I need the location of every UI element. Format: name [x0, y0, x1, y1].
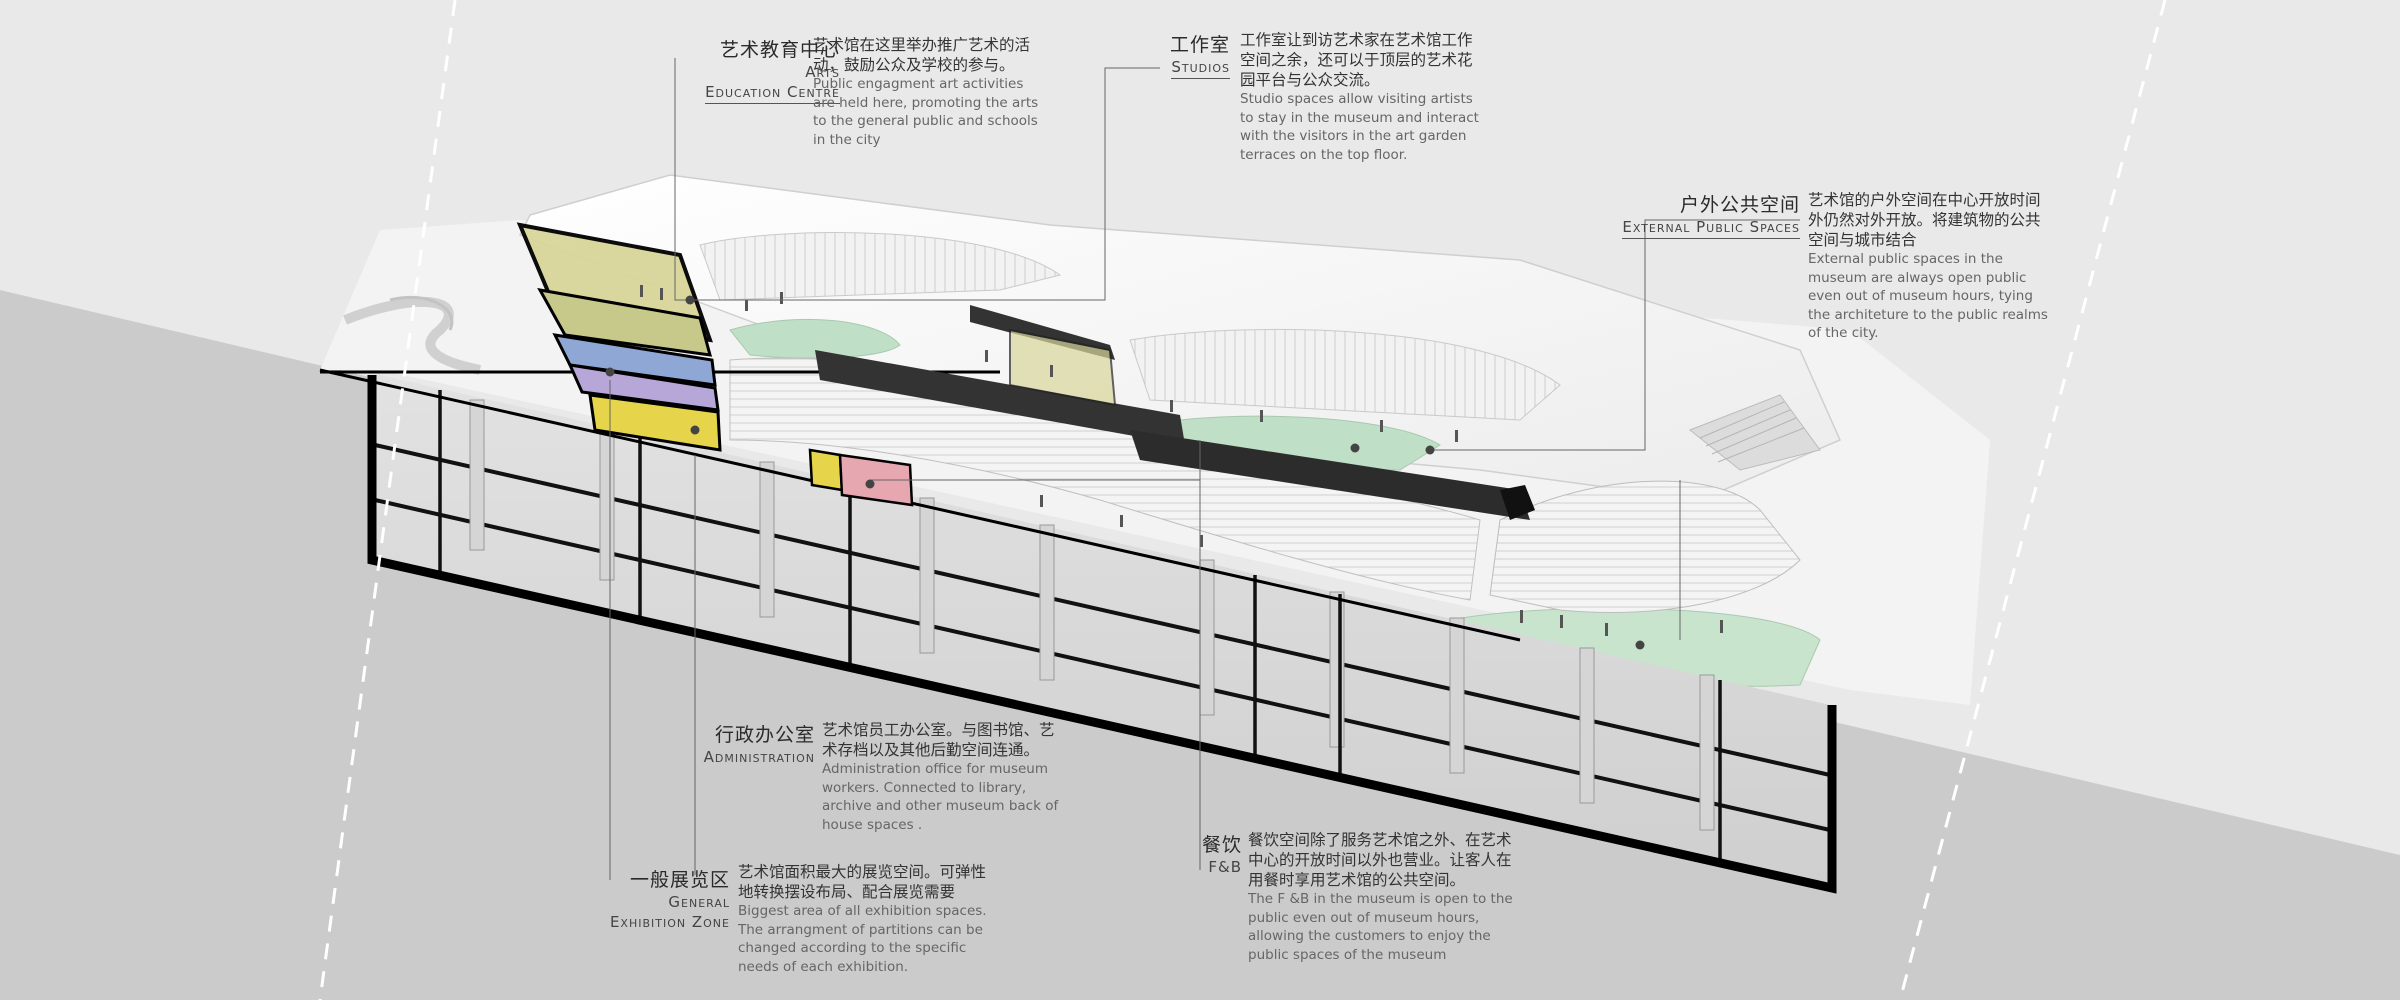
studio-glass — [1009, 328, 1117, 407]
administration-en-desc: Administration office for museum workers… — [822, 761, 1059, 833]
arts-education-zh-title: 艺术教育中心 — [719, 39, 840, 61]
annotation-administration-title: 行政办公室 Administration — [690, 720, 815, 767]
general-exhibition-en-desc: Biggest area of all exhibition spaces. T… — [738, 903, 987, 975]
ground-cut-line — [319, 368, 1521, 642]
studios-zh-desc: 工作室让到访艺术家在艺术馆工作空间之余，还可以于顶层的艺术花园平台与公众交流。 — [1240, 31, 1473, 89]
columns — [469, 399, 1715, 831]
annotation-fnb-desc: 餐饮空间除了服务艺术馆之外、在艺术中心的开放时间以外也营业。让客人在用餐时享用艺… — [1248, 830, 1520, 964]
arts-education-zh-desc: 艺术馆在这里举办推广艺术的活动，鼓励公众及学校的参与。 — [813, 36, 1031, 74]
annotation-fnb-title: 餐饮 F&B — [1190, 830, 1242, 877]
leader-lines — [609, 58, 1800, 880]
stair-east — [1689, 394, 1821, 471]
fnb-en-desc: The F &B in the museum is open to the pu… — [1248, 891, 1513, 963]
external-zh-desc: 艺术馆的户外空间在中心开放时间外仍然对外开放。将建筑物的公共空间与城市结合 — [1808, 191, 2041, 249]
annotation-studios-desc: 工作室让到访艺术家在艺术馆工作空间之余，还可以于顶层的艺术花园平台与公众交流。 … — [1240, 30, 1485, 164]
garden-terrace-upper — [729, 318, 901, 359]
arts-education-en-title-line1: Arts — [805, 63, 840, 81]
annotation-external-title: 户外公共空间 External Public Spaces — [1620, 190, 1800, 239]
external-zh-title: 户外公共空间 — [1679, 194, 1800, 216]
general-exhibition-zh-desc: 艺术馆面积最大的展览空间。可弹性地转换摆设布局、配合展览需要 — [738, 863, 987, 901]
roof-edge-slab-b — [1130, 430, 1530, 520]
roof-edge-slab-a — [815, 350, 1185, 445]
annotation-general-exhibition-desc: 艺术馆面积最大的展览空间。可弹性地转换摆设布局、配合展览需要 Biggest a… — [738, 862, 988, 976]
annotation-administration-desc: 艺术馆员工办公室。与图书馆、艺术存档以及其他后勤空间连通。 Administra… — [822, 720, 1062, 834]
fnb-en-title: F&B — [1208, 858, 1242, 876]
studios-zh-title: 工作室 — [1169, 34, 1230, 56]
fnb-zh-desc: 餐饮空间除了服务艺术馆之外、在艺术中心的开放时间以外也营业。让客人在用餐时享用艺… — [1248, 831, 1512, 889]
external-en-desc: External public spaces in the museum are… — [1808, 251, 2048, 341]
annotation-general-exhibition-title: 一般展览区 General Exhibition Zone — [600, 865, 730, 932]
studios-en-desc: Studio spaces allow visiting artists to … — [1240, 91, 1479, 163]
education-zone — [537, 287, 713, 357]
leader-dots — [605, 295, 1645, 650]
general-exhibition-en-title-line1: General — [668, 893, 730, 911]
cut-guides — [318, 0, 2167, 1000]
arts-education-en-desc: Public engagment art activities are held… — [813, 76, 1039, 148]
administration-zh-desc: 艺术馆员工办公室。与图书馆、艺术存档以及其他后勤空间连通。 — [822, 721, 1055, 759]
east-louvre-volume — [1489, 480, 1801, 614]
section-cut-outline — [367, 375, 1837, 894]
ramp-curve — [343, 296, 481, 375]
annotation-arts-education-desc: 艺术馆在这里举办推广艺术的活动，鼓励公众及学校的参与。 Public engag… — [813, 35, 1043, 149]
people-figures — [640, 285, 1723, 636]
admin-zone-small — [808, 448, 844, 492]
purple-zone — [567, 363, 720, 412]
general-exhibition-zh-title: 一般展览区 — [629, 869, 730, 891]
administration-en-title: Administration — [703, 748, 815, 766]
administration-zh-title: 行政办公室 — [714, 724, 815, 746]
studios-en-title: Studios — [1171, 57, 1230, 79]
upper-court-east — [1129, 328, 1561, 421]
admin-zone — [588, 393, 722, 452]
arts-education-en-title-line2: Education Centre — [705, 82, 840, 104]
general-exhibition-en-title-line2: Exhibition Zone — [609, 913, 730, 931]
sectional-interior — [370, 375, 1835, 885]
annotation-external-desc: 艺术馆的户外空间在中心开放时间外仍然对外开放。将建筑物的公共空间与城市结合 Ex… — [1808, 190, 2053, 343]
studio-zone — [552, 333, 717, 387]
partition-walls — [438, 390, 1722, 865]
fnb-zh-title: 餐饮 — [1201, 834, 1242, 856]
external-en-title: External Public Spaces — [1622, 217, 1800, 239]
annotation-arts-education-title: 艺术教育中心 Arts Education Centre — [640, 35, 840, 104]
annotation-studios-title: 工作室 Studios — [1130, 30, 1230, 79]
upper-court-west — [699, 232, 1062, 301]
